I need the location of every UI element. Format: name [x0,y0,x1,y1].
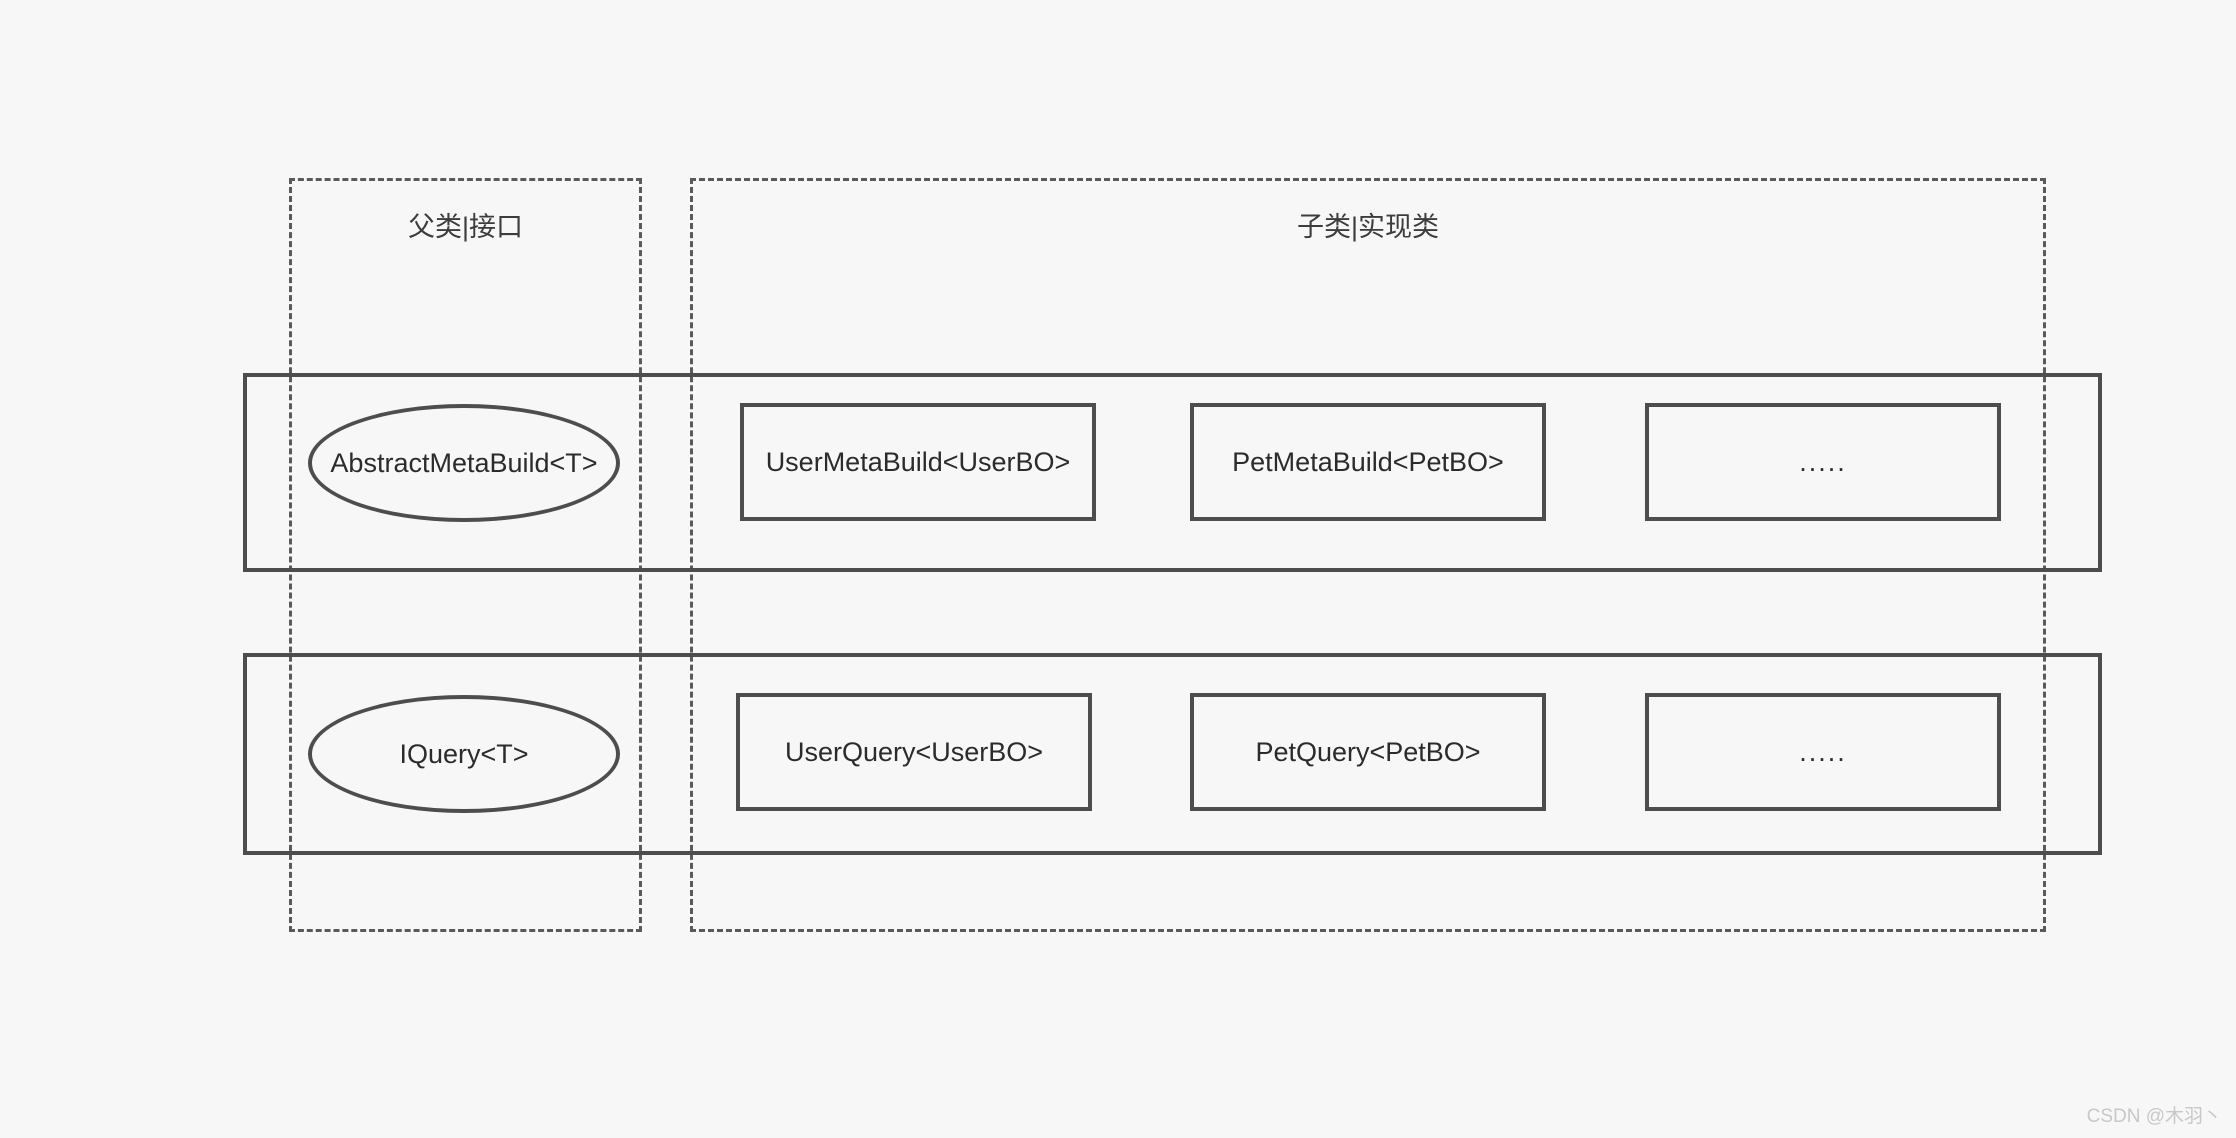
ellipse-label: AbstractMetaBuild<T> [330,447,598,478]
class-box-meta-build-more[interactable]: ..... [1645,403,2001,521]
class-box-label: ..... [1799,736,1847,767]
class-box-label: ..... [1799,446,1847,477]
row-band-query [243,653,2102,855]
class-box-pet-query[interactable]: PetQuery<PetBO> [1190,693,1546,811]
ellipse-abstract-meta-build[interactable]: AbstractMetaBuild<T> [308,404,620,522]
class-box-pet-meta-build[interactable]: PetMetaBuild<PetBO> [1190,403,1546,521]
group-parent-interface: 父类|接口 [289,178,642,932]
class-box-label: PetMetaBuild<PetBO> [1232,446,1504,477]
class-box-query-more[interactable]: ..... [1645,693,2001,811]
class-box-label: UserMetaBuild<UserBO> [765,446,1071,477]
group-parent-interface-label: 父类|接口 [407,212,523,242]
class-box-user-meta-build[interactable]: UserMetaBuild<UserBO> [740,403,1096,521]
class-box-user-query[interactable]: UserQuery<UserBO> [736,693,1092,811]
ellipse-iquery[interactable]: IQuery<T> [308,695,620,813]
group-child-implementation: 子类|实现类 [690,178,2046,932]
ellipse-label: IQuery<T> [399,738,529,769]
class-box-label: PetQuery<PetBO> [1255,736,1481,767]
watermark: CSDN @木羽丶 [2086,1106,2222,1127]
class-box-label: UserQuery<UserBO> [784,736,1044,767]
row-band-meta-build [243,373,2102,572]
group-child-implementation-label: 子类|实现类 [1296,212,1439,242]
